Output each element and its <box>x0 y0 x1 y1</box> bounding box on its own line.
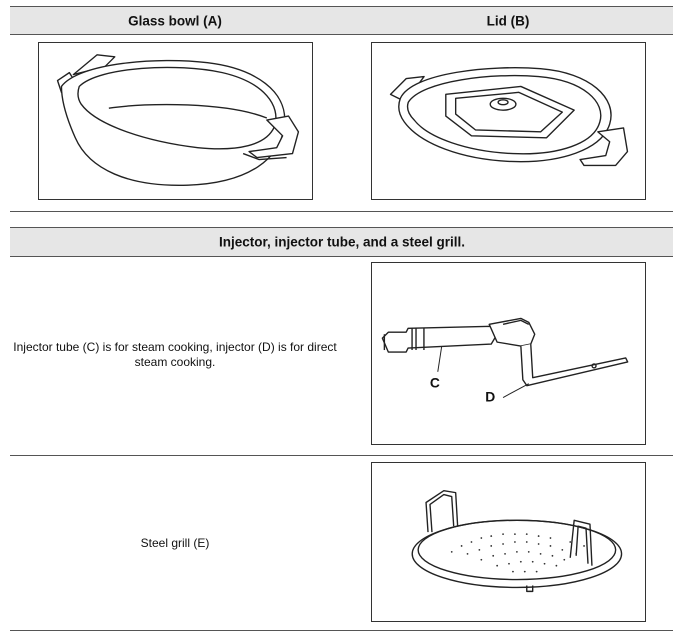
label-c: C <box>430 375 440 391</box>
steel-grill-description: Steel grill (E) <box>140 536 210 550</box>
injector-illustration: C D <box>371 262 646 445</box>
divider <box>10 455 673 456</box>
section-header-text: Injector, injector tube, and a steel gri… <box>218 234 466 250</box>
injector-icon: C D <box>381 317 629 404</box>
divider <box>10 630 673 631</box>
glass-bowl-illustration <box>38 42 313 200</box>
lid-illustration <box>371 42 646 200</box>
top-header-row: Glass bowl (A) Lid (B) <box>10 6 673 35</box>
glass-bowl-header: Glass bowl (A) <box>128 13 222 28</box>
lid-icon <box>389 67 629 167</box>
section-header: Injector, injector tube, and a steel gri… <box>10 227 673 257</box>
steel-grill-illustration <box>371 462 646 622</box>
lid-header: Lid (B) <box>486 13 530 28</box>
grill-holes <box>450 533 585 573</box>
divider <box>10 211 673 212</box>
injector-description: Injector tube (C) is for steam cooking, … <box>13 340 337 369</box>
glass-bowl-icon <box>56 54 300 186</box>
label-d: D <box>485 388 495 404</box>
steel-grill-icon <box>411 489 623 593</box>
